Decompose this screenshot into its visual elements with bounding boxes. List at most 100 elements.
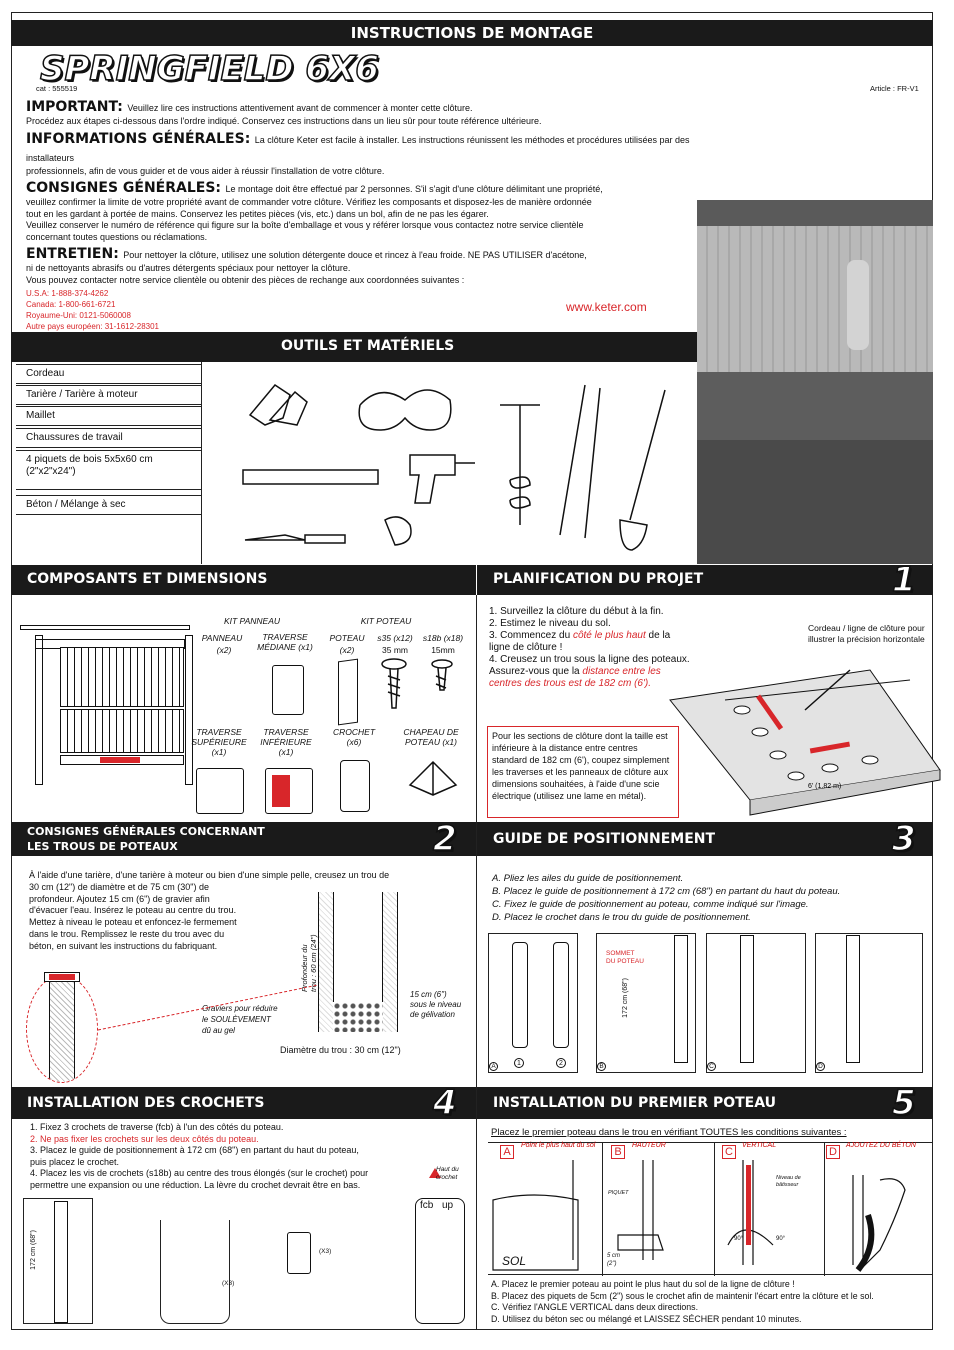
planning-highlight-side: côté le plus haut <box>572 630 646 641</box>
consignes-text-2: veuillez confirmer la limite de votre pr… <box>26 197 592 207</box>
guide-label-2: 2 <box>556 1058 566 1068</box>
guide-label-1: 1 <box>514 1058 524 1068</box>
info-text: La clôture Keter est facile à installer.… <box>26 134 690 163</box>
contact-canada: Canada: 1-800-661-6721 <box>26 300 116 309</box>
holes-line: d'évacuer l'eau. Insérez le poteau au ce… <box>29 905 237 916</box>
contact-uk: Royaume-Uni: 0121-5060008 <box>26 311 131 320</box>
guide-panel-d <box>815 933 923 1073</box>
angle-label-right: 90° <box>776 1236 786 1242</box>
important-text: Veuillez lire ces instructions attentive… <box>127 103 473 113</box>
entretien-heading: ENTRETIEN: <box>26 246 119 262</box>
first-post-header: INSTALLATION DU PREMIER POTEAU 5 <box>477 1083 933 1123</box>
traverse-mediane-drawing <box>272 665 304 715</box>
traverse-inferieure-drawing <box>265 768 313 814</box>
hole-depth-label: Profondeur du trou : 60 cm (24") <box>300 934 318 992</box>
contact-europe: Autre pays européen: 31-1612-28301 <box>26 322 159 331</box>
entretien-text: Pour nettoyer la clôture, utilisez une s… <box>123 250 587 260</box>
hole-detail-post <box>44 972 80 982</box>
guide-piece-1 <box>512 942 528 1048</box>
guide-step-b: B. Placez le guide de positionnement à 1… <box>492 886 841 897</box>
consignes-text-4: Veuillez conserver le numéro de référenc… <box>26 220 584 230</box>
first-post-step-a: A. Placez le premier poteau au point le … <box>491 1279 795 1289</box>
guide-label-b: B <box>597 1062 606 1071</box>
holes-text: À l'aide d'une tarière, d'une tarière à … <box>29 870 449 953</box>
guide-step-a: A. Pliez les ailes du guide de positionn… <box>492 873 684 884</box>
chapeau-drawing <box>408 760 458 796</box>
panel-c-title: VERTICAL <box>742 1142 777 1149</box>
s35-label: s35 (x12) <box>377 633 413 643</box>
guide-piece-2 <box>553 942 569 1048</box>
guide-step-c: C. Fixez le guide de positionnement au p… <box>492 899 809 910</box>
guide-post-b <box>674 935 688 1063</box>
step-number-5: 5 <box>891 1083 916 1123</box>
post-top-label: SOMMET DU POTEAU <box>606 950 644 965</box>
traverse-inferieure-label: TRAVERSE INFÉRIEURE (x1) <box>260 727 312 757</box>
page-title: SPRINGFIELD 6X6 <box>39 49 379 89</box>
warning-icon <box>429 1168 441 1178</box>
page-frame <box>11 12 933 1330</box>
tool-item: Chaussures de travail <box>16 428 202 448</box>
goggles-icon <box>358 389 452 431</box>
fcb-label: fcb <box>420 1200 434 1211</box>
planning-step-1: 1. Surveillez la clôture du début à la f… <box>489 606 664 617</box>
gravel-label: Graviers pour réduire le SOULÈVEMENT dû … <box>202 1004 278 1035</box>
traverse-superieure-drawing <box>196 768 244 814</box>
website-link[interactable]: www.keter.com <box>566 300 647 314</box>
guide-height-label: 172 cm (68") <box>622 978 629 1018</box>
planning-highlight-distance-2: centres des trous est de 182 cm (6'). <box>489 678 651 689</box>
first-post-panels <box>488 1142 933 1276</box>
first-post-step-c: C. Vérifiez l'ANGLE VERTICAL dans deux d… <box>491 1302 699 1313</box>
tool-item: Tarière / Tarière à moteur <box>16 385 202 405</box>
holes-line: Mettez à niveau le poteau et enfoncez-le… <box>29 917 237 928</box>
guide-label-a: A <box>489 1062 498 1071</box>
info-heading: INFORMATIONS GÉNÉRALES: <box>26 130 251 147</box>
ground-label: SOL <box>502 1254 527 1268</box>
first-post-intro: Placez le premier poteau dans le trou en… <box>491 1127 847 1138</box>
components-header: COMPOSANTS ET DIMENSIONS <box>11 565 476 595</box>
step-number-4: 4 <box>432 1083 457 1123</box>
panel-a-title: Point le plus haut du sol <box>521 1142 596 1149</box>
first-post-steps: A. Placez le premier poteau au point le … <box>491 1279 874 1325</box>
important-text-2: Procédez aux étapes ci-dessous dans l'or… <box>26 116 542 126</box>
brackets-steps: 1. Fixez 3 crochets de traverse (fcb) à … <box>30 1122 450 1191</box>
panel-b-badge: B <box>611 1145 625 1159</box>
article-number: Article : FR-V1 <box>870 84 919 93</box>
traverse-mediane-label: TRAVERSE MÉDIANE (x1) <box>257 632 313 652</box>
guide-label-d: D <box>816 1062 825 1071</box>
brackets-height-label: 172 cm (68") <box>30 1230 37 1270</box>
s18b-label: s18b (x18) <box>422 633 464 643</box>
guide-panel-a <box>488 933 578 1073</box>
first-post-title: INSTALLATION DU PREMIER POTEAU <box>493 1095 777 1111</box>
bracket-top-label: Haut du crochet <box>436 1166 459 1181</box>
entretien-text-2: ni de nettoyants abrasifs ou d'autres dé… <box>26 263 351 273</box>
planning-step-3-end: de la <box>645 630 671 641</box>
hole-cross-section <box>318 892 398 1032</box>
tool-item: Maillet <box>16 406 202 426</box>
crochet-drawing <box>340 760 370 812</box>
hole-detail-circle <box>26 975 98 1083</box>
hole-diameter-label: Diamètre du trou : 30 cm (12") <box>280 1045 401 1055</box>
crochet-label: CROCHET (x6) <box>332 727 376 747</box>
important-heading: IMPORTANT: <box>26 99 123 115</box>
components-title: COMPOSANTS ET DIMENSIONS <box>27 571 268 587</box>
level-icon <box>242 469 379 485</box>
poteau-qty: (x2) <box>339 645 355 655</box>
info-text-2: professionnels, afin de vous guider et d… <box>26 165 385 176</box>
tools-header: OUTILS ET MATÉRIELS <box>11 332 697 362</box>
guide-panel-c <box>706 933 806 1073</box>
holes-title-2: LES TROUS DE POTEAUX <box>27 840 178 853</box>
panel-d-badge: D <box>826 1145 840 1159</box>
auger-icon <box>500 404 540 525</box>
frost-label: 15 cm (6") sous le niveau de gélivation <box>410 990 462 1019</box>
kit-poteau-label: KIT POTEAU <box>360 616 412 626</box>
cordeau-caption: Cordeau / ligne de clôture pour illustre… <box>808 623 925 644</box>
holes-line: 30 cm (12") de diamètre et de 75 cm (30"… <box>29 881 209 892</box>
brackets-panel-1 <box>23 1198 93 1324</box>
planning-diagram: 6' (1.82 m) <box>669 669 941 816</box>
tape-measure-icon <box>384 516 412 546</box>
entretien-text-3: Vous pouvez contacter notre service clie… <box>26 274 465 285</box>
bracket-closeup <box>415 1198 465 1324</box>
panel-a-badge: A <box>500 1145 514 1159</box>
planning-note-box: Pour les sections de clôture dont la tai… <box>487 726 679 818</box>
tools-title: OUTILS ET MATÉRIELS <box>281 338 455 354</box>
